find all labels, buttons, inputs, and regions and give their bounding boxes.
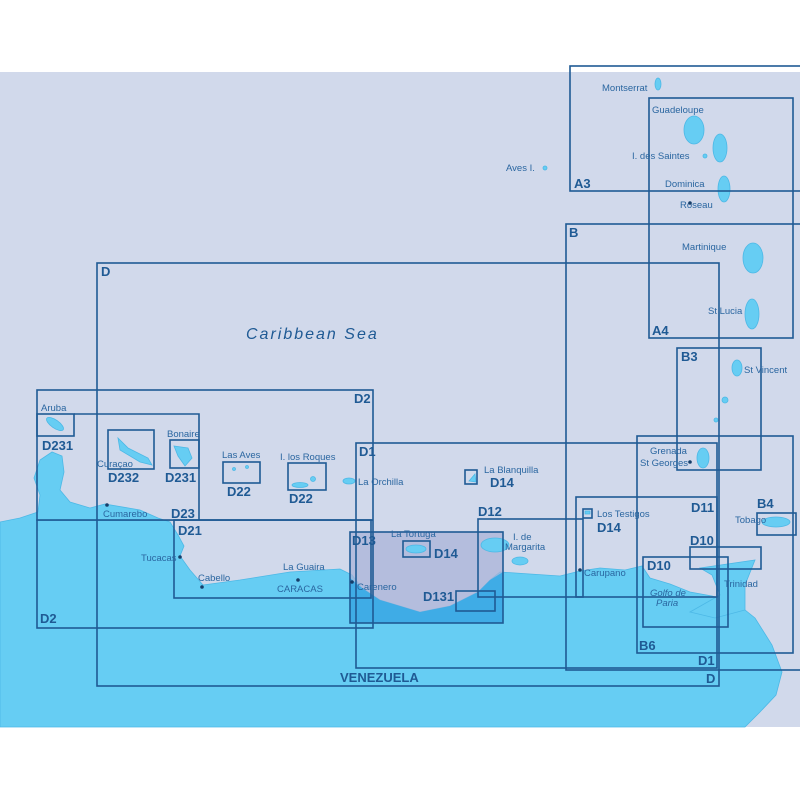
place-label: Martinique: [682, 242, 726, 253]
place-label: Curaçao: [97, 459, 133, 470]
place-label: Tobago: [735, 515, 766, 526]
place-label: Carupano: [584, 568, 626, 579]
place-label: I. de: [513, 532, 532, 543]
country-label: VENEZUELA: [340, 670, 419, 685]
chart-label[interactable]: D11: [691, 500, 714, 515]
place-label: I. los Roques: [280, 452, 336, 463]
chart-label[interactable]: A3: [574, 176, 591, 191]
chart-label[interactable]: D14: [490, 475, 515, 490]
place-label: Aves I.: [506, 163, 535, 174]
place-label: Carenero: [357, 582, 397, 593]
place-label: Tucacas: [141, 553, 177, 564]
chart-label[interactable]: D14: [434, 546, 459, 561]
chart-label[interactable]: D10: [690, 533, 714, 548]
chart-label[interactable]: D1: [698, 653, 715, 668]
chart-label[interactable]: D14: [597, 520, 622, 535]
chart-labels: A3 A4 B B3 B4 B6 D D D1 D1 D2 D2 D10 D10…: [40, 176, 774, 686]
place-label: Cabello: [198, 573, 230, 584]
chart-label[interactable]: D231: [42, 438, 73, 453]
chart-boundaries: [36, 65, 800, 687]
place-labels: Caribbean Sea VENEZUELA Golfo de Paria M…: [41, 83, 787, 685]
place-label: Bonaire: [167, 429, 200, 440]
sea-label: Caribbean Sea: [246, 326, 379, 343]
chart-label[interactable]: D2: [354, 391, 371, 406]
place-label: La Guaira: [283, 562, 325, 573]
chart-label[interactable]: D231: [165, 470, 196, 485]
place-label: Cumarebo: [103, 509, 147, 520]
place-label: Guadeloupe: [652, 105, 704, 116]
place-label: La Blanquilla: [484, 465, 539, 476]
chart-label[interactable]: D232: [108, 470, 139, 485]
chart-label[interactable]: B3: [681, 349, 698, 364]
place-label: St Vincent: [744, 365, 787, 376]
place-label: Aruba: [41, 403, 67, 414]
chart-label[interactable]: D12: [478, 504, 502, 519]
place-label: La Orchilla: [358, 477, 404, 488]
chart-label[interactable]: D22: [289, 491, 313, 506]
chart-label[interactable]: B6: [639, 638, 656, 653]
place-label: Margarita: [505, 542, 546, 553]
place-label: Grenada: [650, 446, 688, 457]
chart-label[interactable]: D10: [647, 558, 671, 573]
place-label: Trinidad: [724, 579, 758, 590]
place-label: St Lucia: [708, 306, 743, 317]
gulf-label: Paria: [656, 598, 678, 609]
place-label: Los Testigos: [597, 509, 650, 520]
chart-label[interactable]: B4: [757, 496, 774, 511]
chart-label[interactable]: D131: [423, 589, 454, 604]
chart-label[interactable]: D: [101, 264, 110, 279]
chart-label[interactable]: B: [569, 225, 578, 240]
place-label: Roseau: [680, 200, 713, 211]
islands: [46, 77, 791, 619]
place-label: I. des Saintes: [632, 151, 690, 162]
chart-label[interactable]: D21: [178, 523, 202, 538]
chart-label[interactable]: D23: [171, 506, 195, 521]
place-label: St Georges: [640, 458, 688, 469]
place-label: La Tortuga: [391, 529, 436, 540]
place-label: Dominica: [665, 179, 705, 190]
chart-label[interactable]: D2: [40, 611, 57, 626]
gulf-label: Golfo de: [650, 588, 686, 599]
chart-label[interactable]: D1: [359, 444, 376, 459]
place-label: CARACAS: [277, 584, 323, 595]
chart-label[interactable]: D13: [352, 533, 376, 548]
place-label: Las Aves: [222, 450, 261, 461]
chart-label[interactable]: D: [706, 671, 715, 686]
place-label: Montserrat: [602, 83, 648, 94]
chart-label[interactable]: A4: [652, 323, 669, 338]
chart-label[interactable]: D22: [227, 484, 251, 499]
